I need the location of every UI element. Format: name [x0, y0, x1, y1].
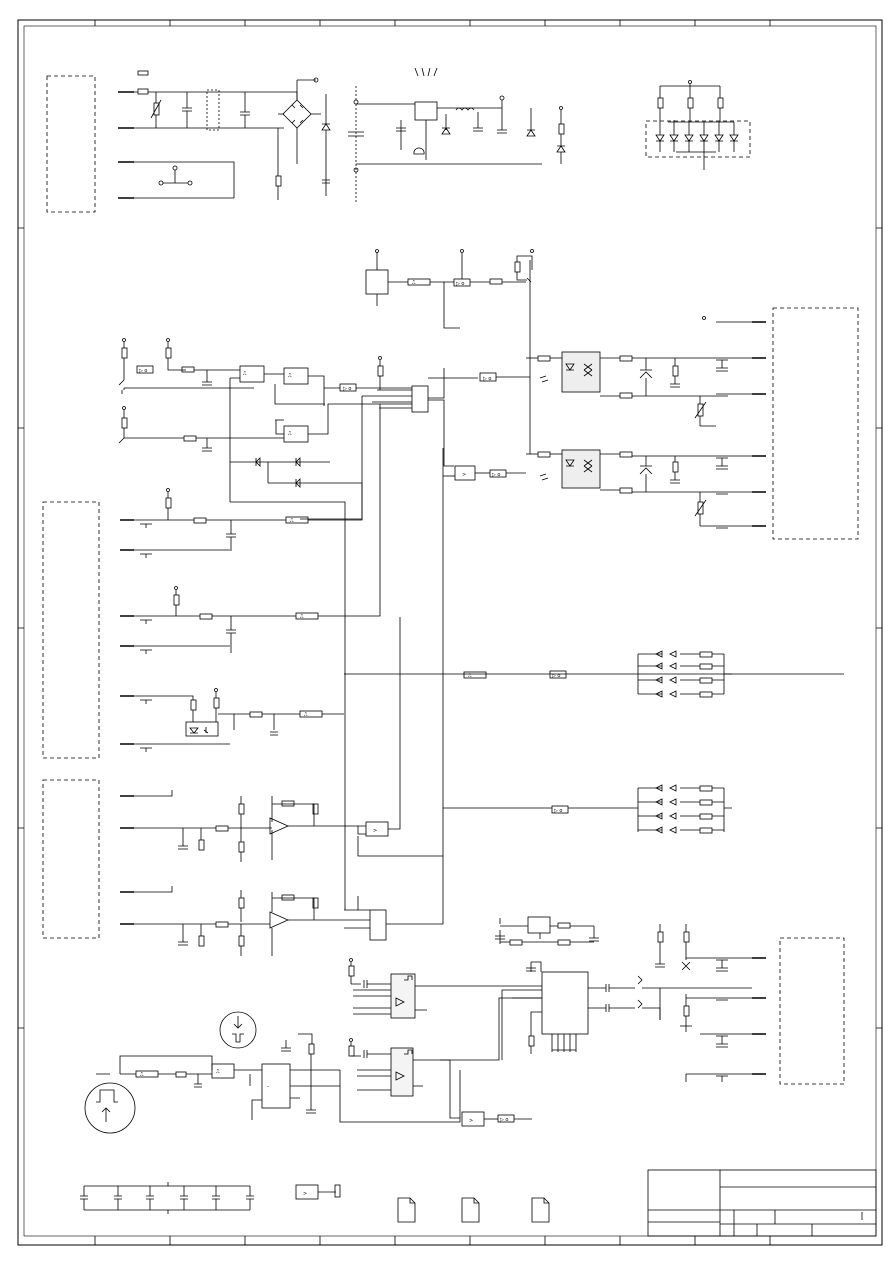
svg-text:⎍: ⎍: [412, 280, 416, 286]
title-block-text: [722, 1172, 872, 1232]
svg-text:▷ o: ▷ o: [139, 368, 148, 374]
switch-input-section: ▷ o ⎍ ⎍ ⎍ ▷ o: [118, 338, 412, 910]
power-supply-section: [46, 67, 566, 213]
svg-text:▷ o: ▷ o: [500, 1117, 509, 1123]
svg-text:▷ o: ▷ o: [492, 472, 501, 478]
svg-text:>: >: [462, 472, 466, 478]
svg-text:▷ o: ▷ o: [483, 376, 492, 382]
svg-text:▷ o: ▷ o: [456, 281, 465, 287]
input-connector-section: ⎍ ⎍ ⎍: [42, 396, 381, 759]
decoupling-section: >: [80, 1182, 550, 1223]
svg-text:▷ o: ▷ o: [552, 673, 561, 679]
svg-text:⎍: ⎍: [304, 712, 308, 718]
svg-text:>: >: [303, 1191, 307, 1197]
triac-output-section: [526, 307, 859, 540]
svg-text:▷ o: ▷ o: [554, 808, 563, 814]
sheet-frame: [17, 19, 883, 1246]
svg-text:⎍: ⎍: [288, 431, 292, 437]
timer-oscillator-section: [348, 916, 845, 1097]
logic-core-section: ⎍ ▷ o ▷ o > ▷ o: [362, 249, 534, 481]
svg-text:▷ o: ▷ o: [343, 386, 352, 392]
svg-text:⎍: ⎍: [288, 373, 292, 379]
svg-text:-: -: [267, 1084, 269, 1090]
led-bar-section: ⎍ ▷ o ▷ o: [463, 650, 732, 834]
svg-text:⎍: ⎍: [243, 371, 247, 377]
relay-driver-section: ⎍ ⎍ - > ▷ o: [84, 1011, 532, 1134]
title-block: [647, 1169, 877, 1237]
svg-text:⎍: ⎍: [290, 518, 294, 524]
svg-text:⎍: ⎍: [468, 673, 472, 679]
svg-text:⎍: ⎍: [140, 1072, 144, 1078]
svg-text:>: >: [469, 1118, 473, 1124]
analog-input-section: >: [42, 448, 844, 956]
svg-text:⎍: ⎍: [300, 614, 304, 620]
svg-text:⎍: ⎍: [216, 1069, 220, 1075]
svg-text:>: >: [373, 828, 377, 834]
led-array-section: [645, 80, 751, 170]
